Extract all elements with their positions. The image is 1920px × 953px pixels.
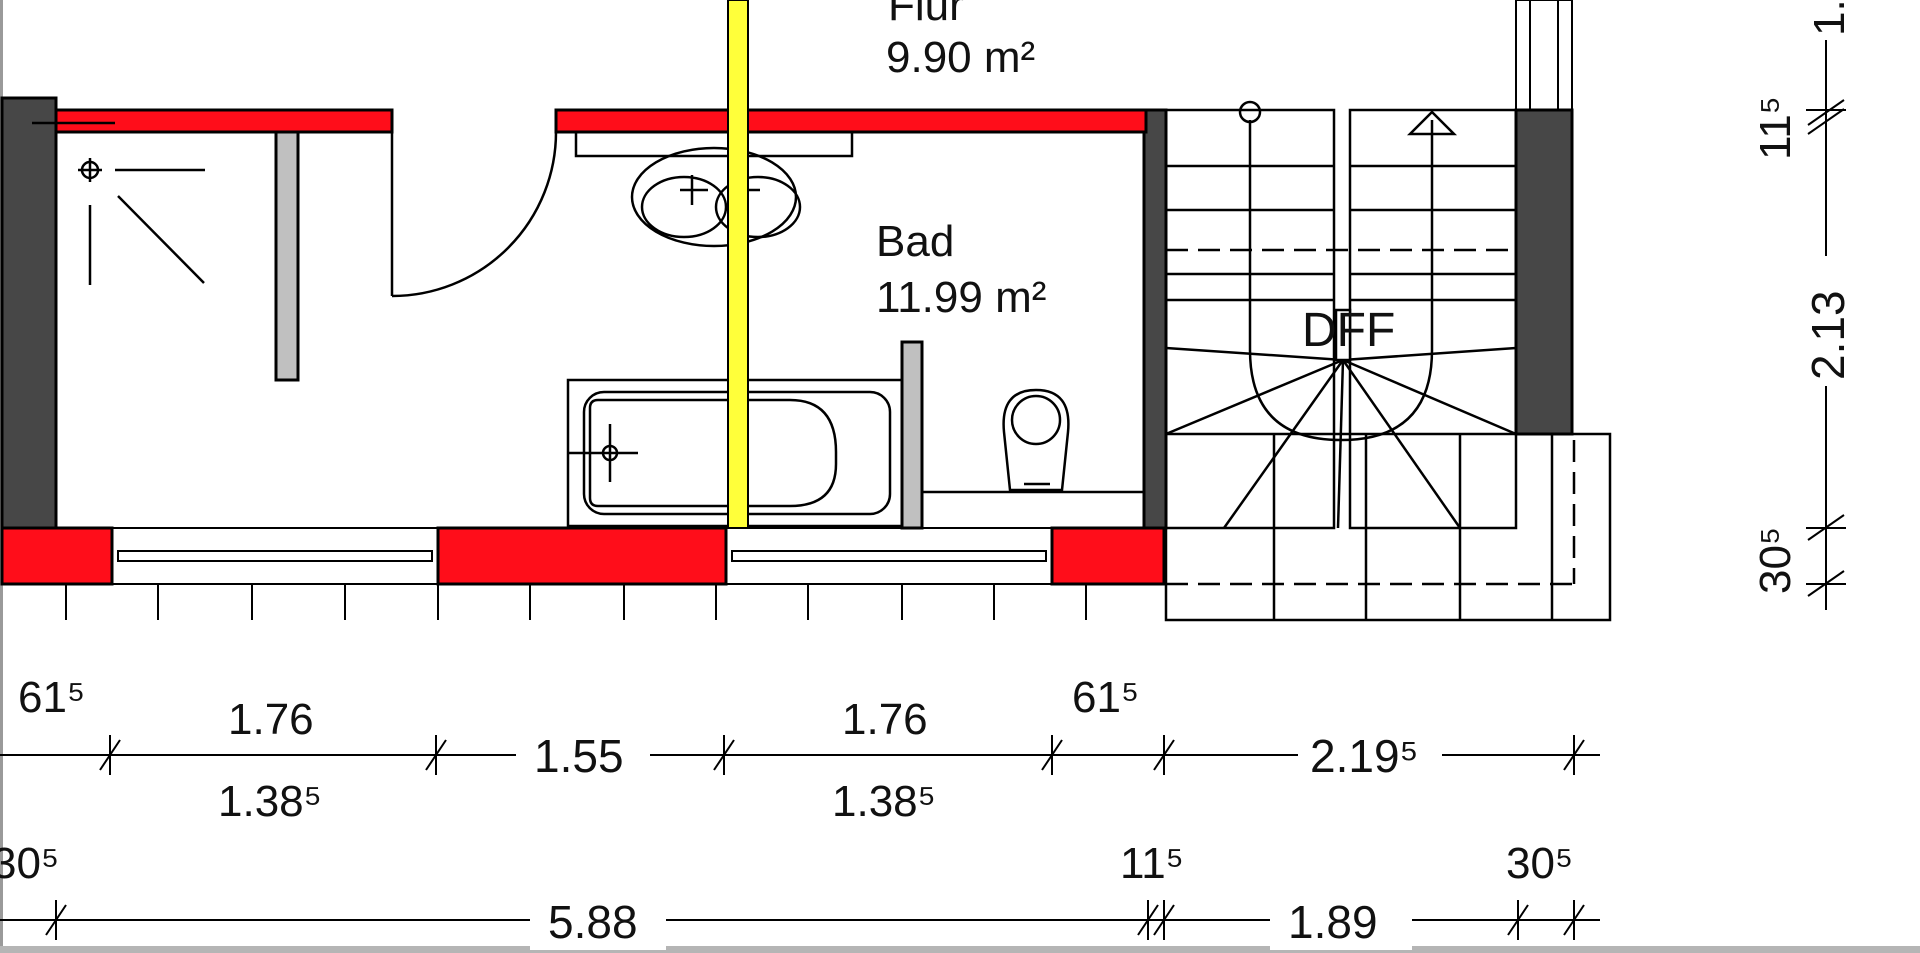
window-right-pane	[731, 550, 1047, 562]
room-labels: Flur 9.90 m² Bad 11.99 m² DFF	[876, 0, 1395, 357]
walls-layer	[0, 96, 1574, 586]
windows-layer	[111, 0, 1573, 585]
new-wall-bottom-left	[0, 526, 114, 586]
dimension-texts: 61⁵ 1.76 1.38⁵ 1.55 1.76 1.38⁵ 61⁵ 2.19⁵…	[0, 0, 1854, 948]
dim-61-5-left: 61⁵	[18, 673, 85, 722]
dim-11-5-bottom: 11⁵	[1120, 839, 1184, 888]
highlight-line	[727, 0, 749, 529]
dim-1-89: 1.89	[1288, 896, 1378, 948]
new-wall-top-left	[54, 108, 394, 134]
facade-ticks	[65, 584, 1087, 620]
dim-1-38-5-left: 1.38⁵	[218, 777, 322, 826]
dim-vertical-11-5: 11⁵	[1751, 96, 1800, 160]
existing-wall-bad-right	[1142, 108, 1168, 530]
room-area-flur: 9.90 m²	[886, 33, 1035, 82]
new-wall-top-right	[554, 108, 1148, 134]
staircase	[1164, 100, 1612, 622]
new-wall-bottom-right	[1050, 526, 1166, 586]
window-top-right	[1515, 0, 1573, 111]
window-left-pane	[117, 550, 433, 562]
new-wall-bottom-mid	[436, 526, 728, 586]
dim-30-5-right: 30⁵	[1506, 839, 1573, 888]
room-name-bad: Bad	[876, 217, 954, 266]
window-right	[725, 527, 1053, 585]
dimension-text-knockouts	[516, 0, 1852, 950]
door-swing	[390, 131, 558, 298]
dim-vertical-top: 1.	[1805, 0, 1854, 36]
dim-vertical-2-13: 2.13	[1802, 290, 1854, 380]
dim-61-5-right: 61⁵	[1072, 673, 1139, 722]
room-area-bad: 11.99 m²	[876, 273, 1046, 322]
dim-1-55: 1.55	[534, 730, 624, 782]
window-frame-bottom-edge	[0, 946, 1920, 953]
partition-shower	[274, 130, 300, 382]
room-name-flur: Flur	[888, 0, 964, 30]
existing-wall-left	[0, 96, 58, 530]
double-sink	[574, 130, 854, 248]
dim-5-88: 5.88	[548, 896, 638, 948]
dim-vertical-30-5: 30⁵	[1751, 527, 1800, 594]
shower-fixture	[32, 121, 205, 285]
stair-label: DFF	[1302, 304, 1395, 357]
partition-bathtub-wc	[900, 340, 924, 530]
dim-30-5-left: 30⁵	[0, 839, 59, 888]
existing-wall-stair-right	[1514, 108, 1574, 436]
dim-1-76-left: 1.76	[228, 695, 314, 744]
dim-1-38-5-right: 1.38⁵	[832, 777, 936, 826]
toilet	[922, 388, 1144, 494]
window-left	[111, 527, 439, 585]
dim-2-19-5: 2.19⁵	[1310, 730, 1419, 782]
dim-1-76-right: 1.76	[842, 695, 928, 744]
